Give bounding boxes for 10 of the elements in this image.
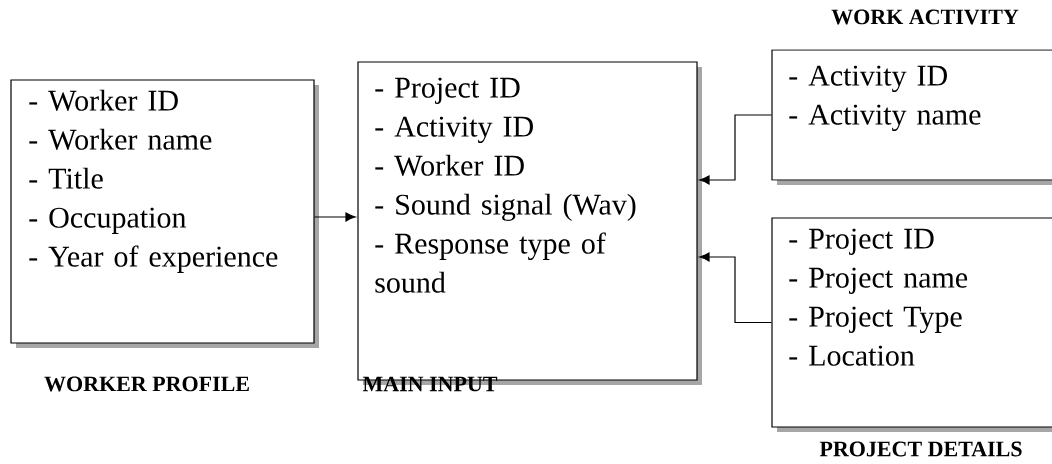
arrow [699,252,772,324]
arrow [314,212,356,222]
box-heading: PROJECT DETAILS [819,441,1022,457]
arrow [699,114,772,185]
box-heading: WORK ACTIVITY [831,9,1019,25]
list-box: - Activity ID - Activity name [771,49,1052,185]
box-heading: WORKER PROFILE [44,376,249,392]
box-heading: MAIN INPUT [362,376,498,392]
list-box: - Worker ID - Worker name - Title - Occupation - Year of experience [10,79,319,348]
list-box: - Project ID - Project name - Project Type - Location [771,217,1052,432]
